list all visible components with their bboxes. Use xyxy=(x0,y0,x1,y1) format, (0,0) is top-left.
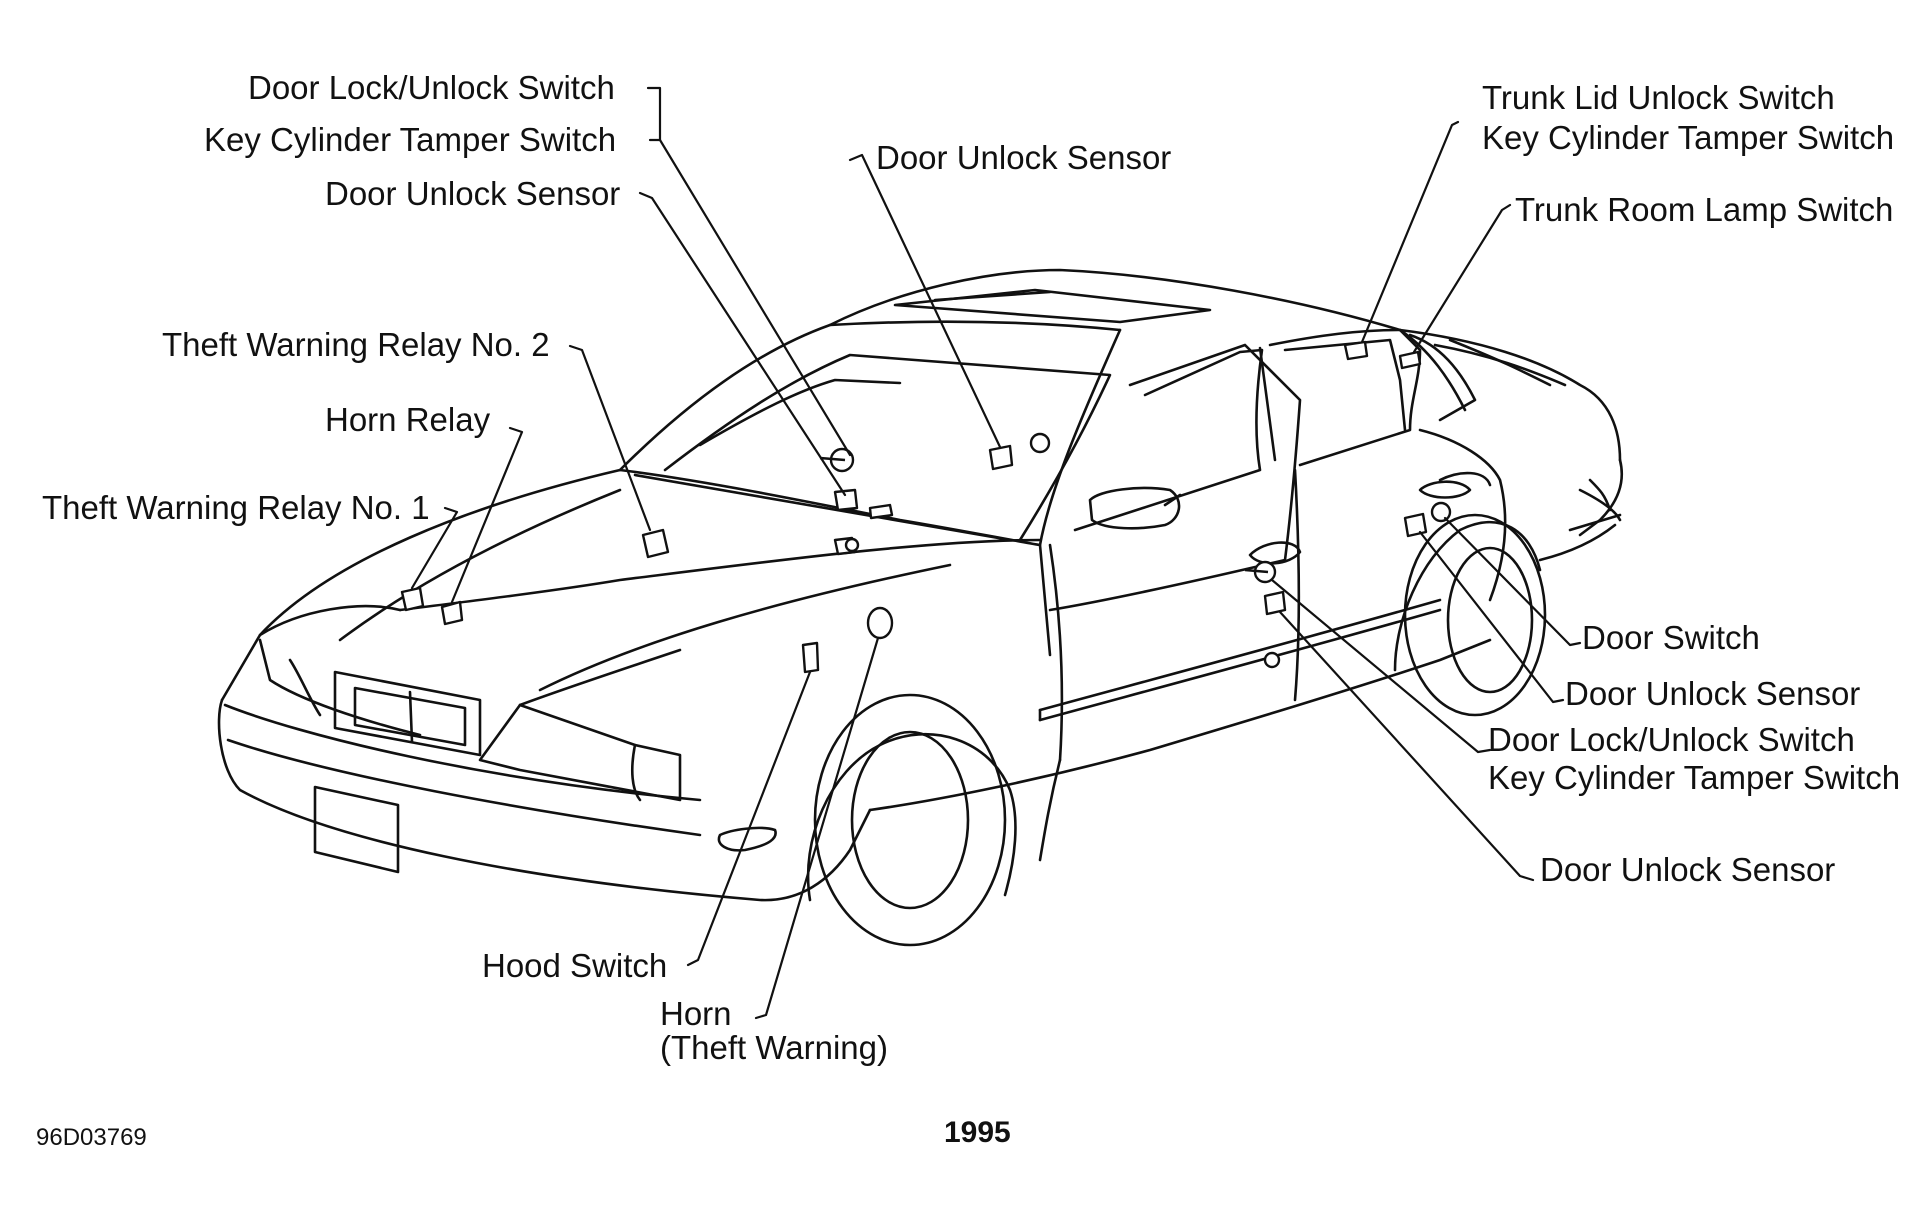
label-key-cylinder-tamper-switch-left: Key Cylinder Tamper Switch xyxy=(204,121,617,158)
label-horn-relay: Horn Relay xyxy=(325,401,491,438)
door-unlock-sensor-rear-marker xyxy=(1403,512,1428,538)
component-markers xyxy=(400,340,1452,674)
car-body xyxy=(217,268,1624,947)
label-trunk-room-lamp-switch: Trunk Room Lamp Switch xyxy=(1515,191,1894,228)
figure-year: 1995 xyxy=(944,1116,1011,1149)
leader-lines xyxy=(410,86,1582,1020)
label-door-lock-unlock-switch-right: Door Lock/Unlock Switch xyxy=(1488,721,1855,758)
theft-warning-relay-1-marker xyxy=(400,586,425,612)
label-door-unlock-sensor-left: Door Unlock Sensor xyxy=(325,175,621,212)
door-unlock-sensor-left-marker xyxy=(833,488,859,512)
label-key-cylinder-tamper-switch-right: Key Cylinder Tamper Switch xyxy=(1488,759,1901,796)
trunk-lid-unlock-switch-marker xyxy=(1343,340,1369,361)
label-door-unlock-sensor-bottom: Door Unlock Sensor xyxy=(1540,851,1836,888)
door-unlock-sensor-bottom-marker xyxy=(1263,590,1287,616)
door-switch-marker xyxy=(1430,501,1452,523)
door-unlock-sensor-top-marker xyxy=(988,444,1014,471)
label-door-unlock-sensor-top: Door Unlock Sensor xyxy=(876,139,1172,176)
label-horn-sub: (Theft Warning) xyxy=(660,1029,889,1066)
trunk-room-lamp-switch-marker xyxy=(1398,350,1422,370)
figure-code: 96D03769 xyxy=(36,1124,147,1151)
label-hood-switch: Hood Switch xyxy=(482,947,668,984)
theft-warning-relay-2-marker xyxy=(641,528,670,559)
label-door-switch: Door Switch xyxy=(1582,619,1760,656)
hood-switch-marker xyxy=(801,641,820,674)
label-theft-warning-relay-1: Theft Warning Relay No. 1 xyxy=(42,489,430,526)
horn-marker xyxy=(866,606,894,640)
label-horn: Horn xyxy=(660,995,732,1032)
horn-relay-marker xyxy=(440,600,464,626)
label-trunk-lid-unlock-switch: Trunk Lid Unlock Switch xyxy=(1482,79,1835,116)
label-door-lock-unlock-switch-left: Door Lock/Unlock Switch xyxy=(248,69,615,106)
label-theft-warning-relay-2: Theft Warning Relay No. 2 xyxy=(162,326,550,363)
label-key-cylinder-tamper-switch-trunk: Key Cylinder Tamper Switch xyxy=(1482,119,1895,156)
label-door-unlock-sensor-rear: Door Unlock Sensor xyxy=(1565,675,1861,712)
